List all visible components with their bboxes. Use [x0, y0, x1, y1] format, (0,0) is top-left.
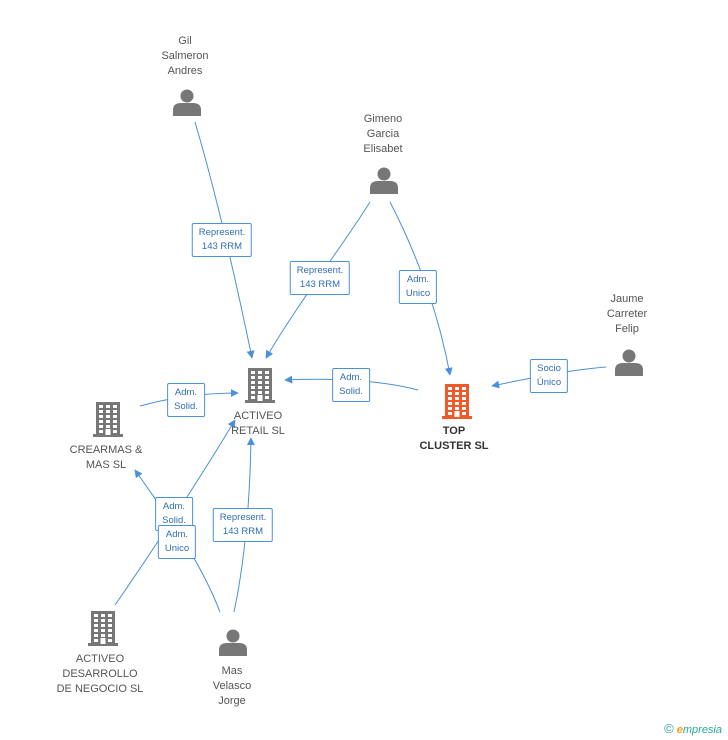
- edge-label-line: Represent.: [198, 227, 246, 238]
- node-label-line: Andres: [167, 65, 203, 77]
- icons-layer: [88, 89, 643, 657]
- person-icon[interactable]: [615, 349, 643, 377]
- node-label-crearmas[interactable]: CREARMAS & MAS SL: [70, 443, 143, 473]
- edge-label-line: Adm.: [165, 529, 189, 540]
- edge-label-gimeno-to-top_cluster[interactable]: Adm. Unico: [398, 270, 438, 304]
- edge-label-line: 143 RRM: [222, 526, 264, 537]
- edge-label-line: Unico: [405, 288, 431, 299]
- edge-label-line: Adm.: [174, 387, 198, 398]
- node-label-line: ACTIVEO: [233, 410, 283, 422]
- node-label-line: MAS SL: [85, 459, 127, 471]
- edge-label-top_cluster-to-activeo_retail[interactable]: Adm. Solid.: [332, 368, 370, 402]
- node-label-line: ACTIVEO: [75, 653, 125, 665]
- building-icon[interactable]: [442, 384, 472, 419]
- edge-label-line: 143 RRM: [299, 279, 341, 290]
- node-label-line: TOP: [442, 425, 466, 437]
- edge-label-line: 143 RRM: [201, 241, 243, 252]
- node-label-line: Jorge: [218, 695, 246, 707]
- edge-label-line: Adm.: [162, 501, 186, 512]
- person-icon[interactable]: [219, 629, 247, 657]
- edge-label-line: Solid.: [162, 515, 186, 526]
- edge-label-mas_velasco-to-crearmas[interactable]: Adm. Unico: [157, 525, 197, 559]
- edge-label-crearmas-to-activeo_retail[interactable]: Adm. Solid.: [167, 383, 205, 417]
- building-icon[interactable]: [88, 611, 118, 646]
- edge-label-line: Represent.: [296, 265, 344, 276]
- building-icon[interactable]: [93, 402, 123, 437]
- edge-label-line: Solid.: [174, 401, 198, 412]
- node-label-line: Gimeno: [363, 113, 403, 125]
- brand-initial: e: [676, 724, 683, 736]
- copyright-icon: ©: [664, 721, 674, 736]
- edge-label-gimeno-to-activeo_retail[interactable]: Represent. 143 RRM: [289, 261, 351, 295]
- node-label-line: Velasco: [212, 680, 252, 692]
- node-label-activeo_desarrollo[interactable]: ACTIVEO DESARROLLO DE NEGOCIO SL: [57, 652, 144, 697]
- node-label-line: CREARMAS &: [69, 444, 143, 456]
- edge-label-line: Solid.: [339, 386, 363, 397]
- edge-label-line: Único: [536, 377, 562, 388]
- node-label-line: RETAIL SL: [231, 425, 285, 437]
- node-label-line: Garcia: [366, 128, 400, 140]
- node-label-line: Salmeron: [161, 50, 209, 62]
- node-label-line: Felip: [615, 323, 639, 335]
- edge-label-line: Socio: [537, 363, 561, 374]
- node-label-line: Carreter: [606, 308, 648, 320]
- footer-brand[interactable]: ©empresia: [664, 721, 722, 736]
- edge-label-line: Represent.: [219, 512, 267, 523]
- node-label-line: Elisabet: [363, 143, 403, 155]
- node-label-line: Mas: [221, 665, 243, 677]
- edge-label-gil-to-activeo_retail[interactable]: Represent. 143 RRM: [191, 223, 253, 257]
- node-label-line: CLUSTER SL: [419, 440, 489, 452]
- person-icon[interactable]: [173, 89, 201, 117]
- node-label-line: DE NEGOCIO SL: [56, 683, 144, 695]
- node-label-line: Jaume: [610, 293, 644, 305]
- person-icon[interactable]: [370, 167, 398, 195]
- edge-label-line: Adm.: [406, 274, 430, 285]
- building-icon[interactable]: [245, 368, 275, 403]
- brand-name: mpresia: [682, 724, 722, 736]
- edge-label-line: Adm.: [339, 372, 363, 383]
- edge-label-line: Unico: [164, 543, 190, 554]
- edge-label-mas_velasco-to-activeo_retail[interactable]: Represent. 143 RRM: [212, 508, 274, 542]
- node-label-top_cluster[interactable]: TOP CLUSTER SL: [419, 424, 488, 454]
- node-label-activeo_retail[interactable]: ACTIVEO RETAIL SL: [231, 409, 285, 439]
- node-label-line: Gil: [178, 35, 192, 47]
- node-label-line: DESARROLLO: [62, 668, 138, 680]
